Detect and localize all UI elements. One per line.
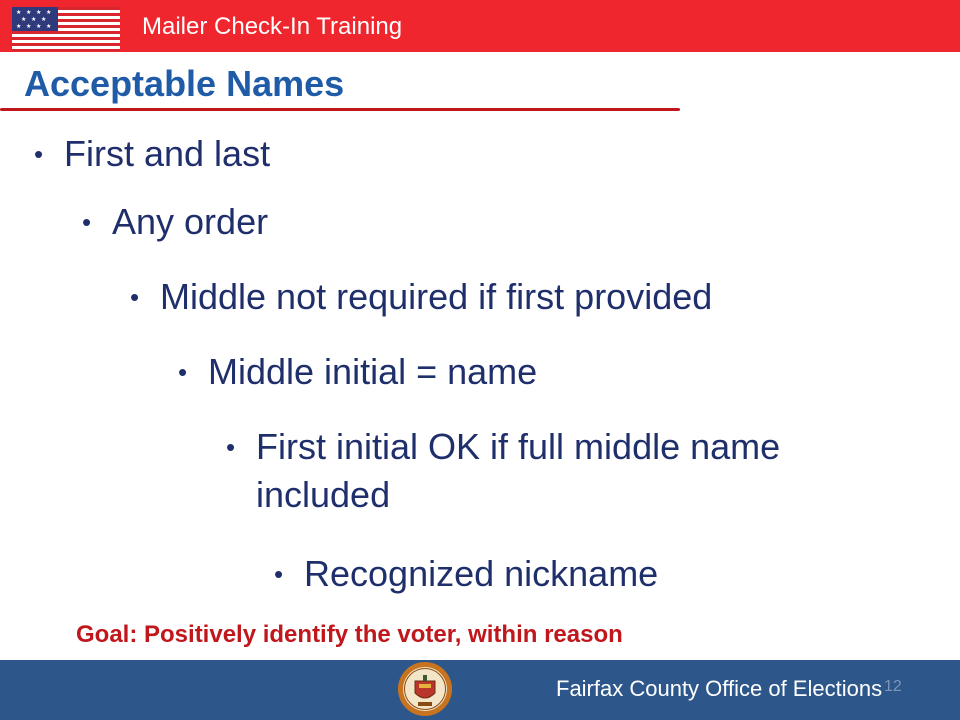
bullet-dot-icon: • xyxy=(82,207,92,237)
us-flag-icon: ★ ★ ★ ★ ★ ★ ★ ★ ★ ★ ★ xyxy=(12,7,120,51)
footer-organization: Fairfax County Office of Elections xyxy=(556,676,883,701)
page-number: 12 xyxy=(884,678,902,695)
bullet-text: First and last xyxy=(64,133,271,174)
bullet-dot-icon: • xyxy=(178,357,188,387)
bullet-level-1: • First and last xyxy=(34,130,924,178)
bullet-text: Recognized nickname xyxy=(304,553,659,594)
bullet-level-2: • Any order xyxy=(82,198,932,246)
title-underline xyxy=(0,108,680,111)
slide-title: Acceptable Names xyxy=(24,63,345,104)
bullet-dot-icon: • xyxy=(226,432,236,462)
county-seal-icon xyxy=(398,662,452,716)
goal-statement: Goal: Positively identify the voter, wit… xyxy=(76,621,623,648)
header-title: Mailer Check-In Training xyxy=(142,13,403,40)
bullet-level-3: • Middle not required if first provided xyxy=(130,273,940,321)
bullet-dot-icon: • xyxy=(130,282,140,312)
bullet-text: Middle not required if first provided xyxy=(160,276,713,317)
bullet-text: First initial OK if full middle name inc… xyxy=(256,426,781,515)
header-bar: ★ ★ ★ ★ ★ ★ ★ ★ ★ ★ ★ Mailer Check-In Tr… xyxy=(0,0,960,52)
bullet-dot-icon: • xyxy=(34,139,44,169)
bullet-dot-icon: • xyxy=(274,559,284,589)
bullet-level-5: • First initial OK if full middle name i… xyxy=(226,423,906,519)
bullet-level-4: • Middle initial = name xyxy=(178,348,928,396)
flag-canton: ★ ★ ★ ★ ★ ★ ★ ★ ★ ★ ★ xyxy=(12,7,58,31)
footer-bar xyxy=(0,660,960,720)
bullet-text: Any order xyxy=(112,201,269,242)
bullet-level-6: • Recognized nickname xyxy=(274,550,924,598)
bullet-text: Middle initial = name xyxy=(208,351,538,392)
